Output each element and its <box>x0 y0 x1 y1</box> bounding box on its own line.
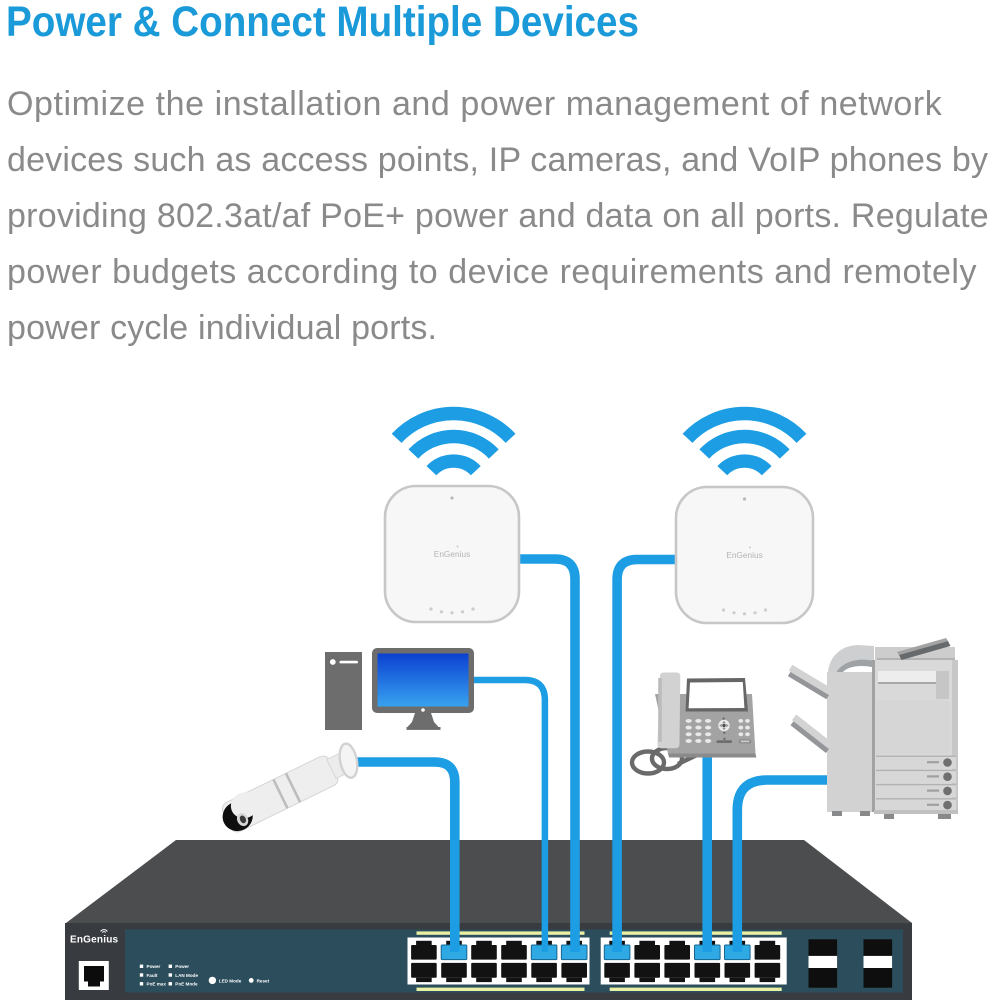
svg-text:EnGenius: EnGenius <box>70 935 119 946</box>
svg-text:PoE max: PoE max <box>147 982 167 987</box>
svg-text:LAN Mode: LAN Mode <box>175 973 198 978</box>
svg-text:LED Mode: LED Mode <box>219 978 242 983</box>
svg-text:Fault: Fault <box>147 973 158 978</box>
svg-text:Power: Power <box>147 964 161 969</box>
svg-text:EnGenius: EnGenius <box>726 550 762 560</box>
svg-text:Reset: Reset <box>257 978 270 983</box>
svg-text:EnGenius: EnGenius <box>434 549 470 559</box>
svg-text:Power: Power <box>175 964 189 969</box>
svg-text:PoE Mode: PoE Mode <box>175 982 198 987</box>
